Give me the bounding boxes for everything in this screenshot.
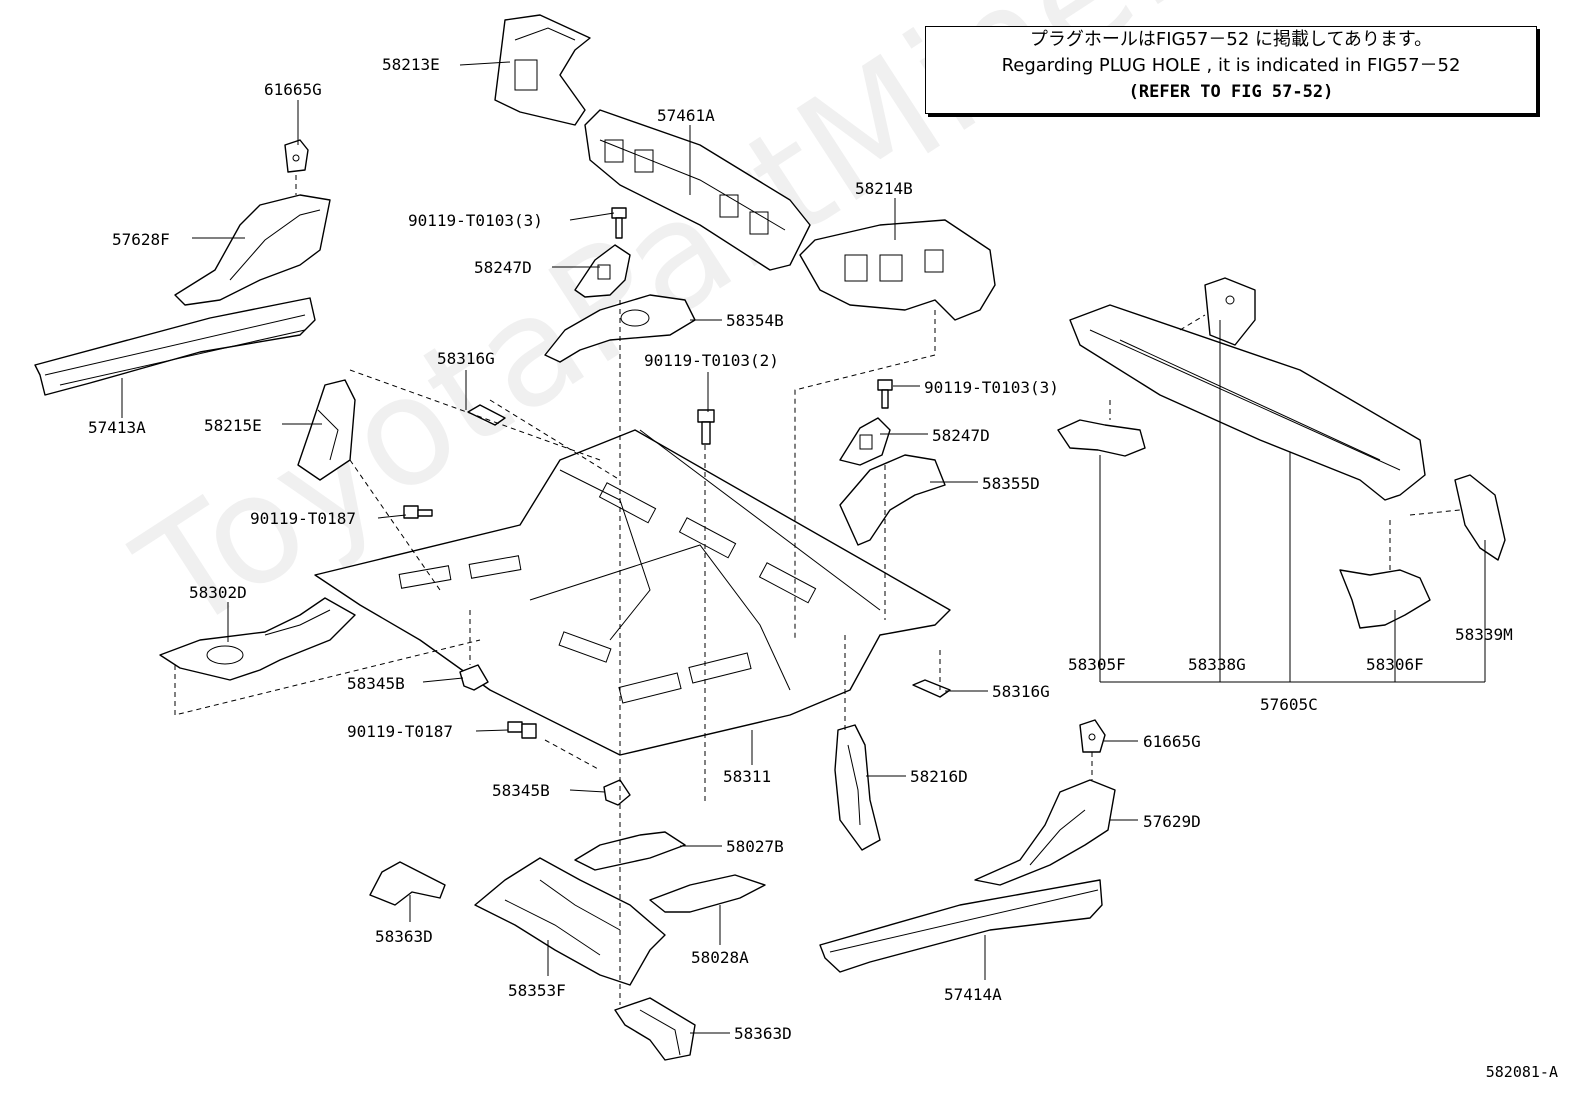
label-58213E[interactable]: 58213E [382,55,440,74]
part-61665G-right-drawing [1079,719,1106,753]
plug-hole-note: プラグホールはFIG57－52 に掲載してあります。 Regarding PLU… [925,26,1537,114]
label-58353F[interactable]: 58353F [508,981,566,1000]
label-58027B[interactable]: 58027B [726,837,784,856]
part-58028A-drawing [649,874,766,913]
label-61665G-right[interactable]: 61665G [1143,732,1201,751]
part-58339M-drawing [1454,474,1506,561]
label-57414A[interactable]: 57414A [944,985,1002,1004]
bolt-90119-T0103-2-drawing [697,409,715,445]
part-57605C-drawing [1069,304,1426,501]
label-57629D[interactable]: 57629D [1143,812,1201,831]
alignment-lines [174,175,1461,1005]
part-58247D-upper-drawing [574,244,631,298]
part-58216D-drawing [834,724,881,851]
label-58311[interactable]: 58311 [723,767,771,786]
leader-lines [121,61,1486,1034]
label-58305F[interactable]: 58305F [1068,655,1126,674]
label-90119-T0103-2[interactable]: 90119-T0103(2) [644,351,779,370]
label-57605C[interactable]: 57605C [1260,695,1318,714]
part-58302D-drawing [159,597,356,681]
label-57628F[interactable]: 57628F [112,230,170,249]
label-57413A[interactable]: 57413A [88,418,146,437]
label-58363D-left[interactable]: 58363D [375,927,433,946]
part-57413A-drawing [34,297,316,396]
part-58215E-drawing [297,379,356,481]
label-58316G-lower[interactable]: 58316G [992,682,1050,701]
label-90119-T0187-lower[interactable]: 90119-T0187 [347,722,453,741]
label-58214B[interactable]: 58214B [855,179,913,198]
part-58247D-right-drawing [839,417,891,466]
label-61665G-left[interactable]: 61665G [264,80,322,99]
part-58363D-bottom-drawing [614,997,696,1061]
part-57629D-drawing [974,779,1116,886]
label-58338G[interactable]: 58338G [1188,655,1246,674]
label-58302D[interactable]: 58302D [189,583,247,602]
part-61665G-left-drawing [284,139,309,173]
label-58355D[interactable]: 58355D [982,474,1040,493]
note-japanese: プラグホールはFIG57－52 に掲載してあります。 [1029,29,1433,50]
part-57414A-drawing [819,879,1103,973]
part-58027B-drawing [574,831,686,871]
bolt-90119-T0187-lower-drawing [507,721,537,739]
label-58363D-bottom[interactable]: 58363D [734,1024,792,1043]
bolt-90119-T0103-upper-drawing [611,207,627,239]
bolt-90119-T0103-right-drawing [877,379,893,409]
part-58213E-drawing [494,14,591,126]
label-58247D-upper[interactable]: 58247D [474,258,532,277]
part-58316G-upper-drawing [467,404,506,426]
note-english: Regarding PLUG HOLE , it is indicated in… [1001,55,1461,76]
part-58316G-lower-drawing [912,679,951,698]
label-58247D-right[interactable]: 58247D [932,426,990,445]
label-58339M[interactable]: 58339M [1455,625,1513,644]
label-58316G-upper[interactable]: 58316G [437,349,495,368]
part-58353F-drawing [474,857,666,986]
label-90119-T0103-3-upper[interactable]: 90119-T0103(3) [408,211,543,230]
part-58306F-drawing [1339,569,1431,629]
note-reference: (REFER TO FIG 57-52) [1128,82,1334,102]
label-58215E[interactable]: 58215E [204,416,262,435]
part-58345B-lower-drawing [603,779,631,806]
label-90119-T0103-3-right[interactable]: 90119-T0103(3) [924,378,1059,397]
part-57628F-drawing [174,194,331,306]
part-58363D-left-drawing [369,861,446,906]
part-58305F-drawing [1057,419,1146,457]
part-58311-drawing [314,429,951,756]
label-58306F[interactable]: 58306F [1366,655,1424,674]
label-58216D[interactable]: 58216D [910,767,968,786]
part-58338G-drawing [1204,277,1256,346]
document-id: 582081-A [1485,1063,1558,1081]
label-58345B-lower[interactable]: 58345B [492,781,550,800]
part-57461A-drawing [584,109,811,271]
label-57461A[interactable]: 57461A [657,106,715,125]
label-90119-T0187-upper[interactable]: 90119-T0187 [250,509,356,528]
part-58355D-drawing [839,454,946,546]
part-labels: 58213E 61665G 57461A 58214B 57628F 90119… [88,55,1513,1043]
part-58345B-upper-drawing [459,664,489,691]
label-58354B[interactable]: 58354B [726,311,784,330]
label-58345B-upper[interactable]: 58345B [347,674,405,693]
part-58214B-drawing [799,219,996,321]
label-58028A[interactable]: 58028A [691,948,749,967]
bolt-90119-T0187-upper-drawing [403,505,433,519]
